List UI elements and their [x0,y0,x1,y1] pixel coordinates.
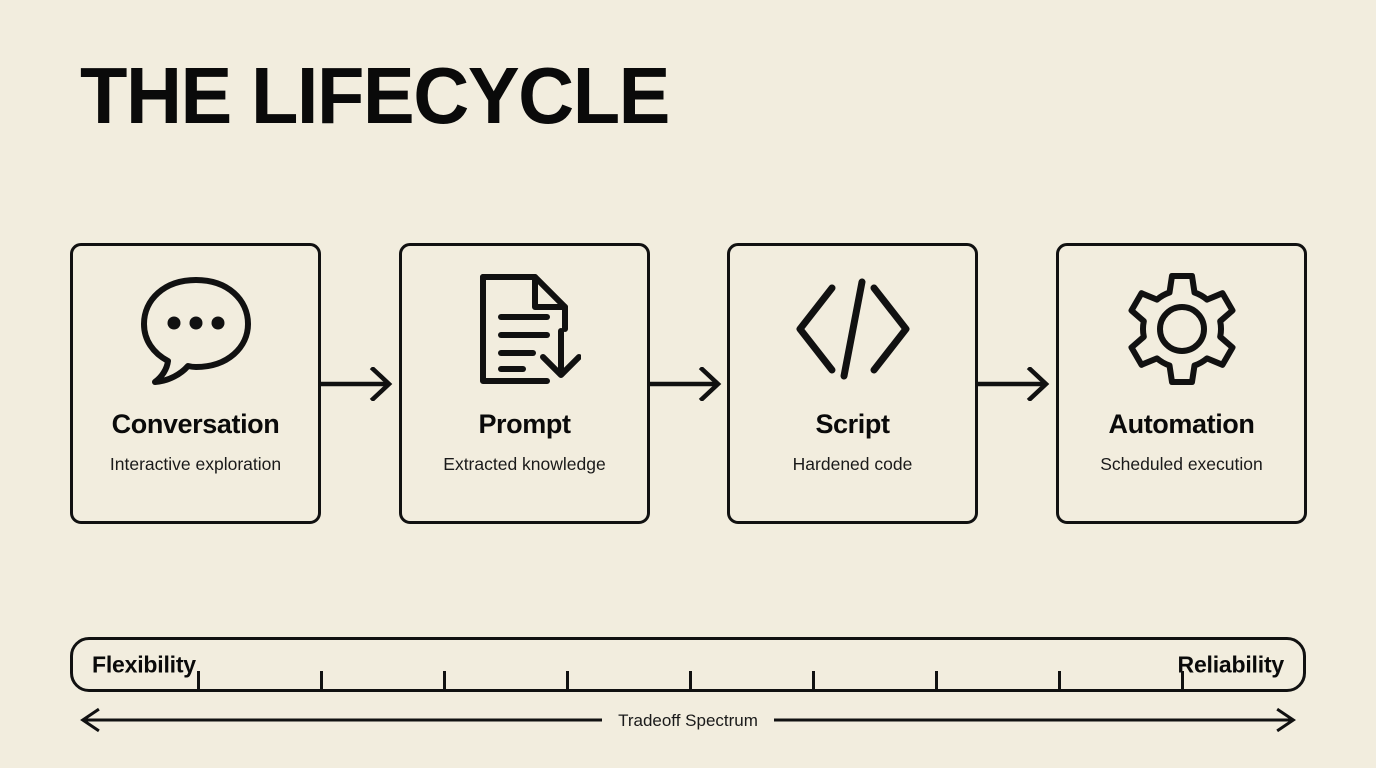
stage-card-subtitle: Interactive exploration [109,454,282,474]
stage-card-subtitle: Hardened code [792,454,913,474]
tradeoff-axis: Tradeoff Spectrum [70,706,1306,734]
stage-card-title: Prompt [478,409,571,439]
stage-card-title: Automation [1108,409,1255,439]
spectrum-left-label: Flexibility [92,651,196,677]
spectrum-right-label: Reliability [1177,651,1285,677]
stage-card-subtitle: Extracted knowledge [443,454,606,474]
connector-arrow-2 [650,367,726,401]
arrow-right-icon [774,706,1306,734]
stage-card-title: Conversation [111,409,280,439]
document-download-icon [402,264,647,394]
speech-bubble-dots-icon [73,264,318,394]
connector-arrow-3 [978,367,1054,401]
page-title: THE LIFECYCLE [80,51,670,140]
stage-flow: Conversation Interactive exploration [70,243,1309,526]
tradeoff-spectrum-bar: Flexibility Reliability [70,637,1306,692]
stage-card-script[interactable]: Script Hardened code [727,243,978,524]
arrow-left-icon [70,706,602,734]
stage-card-prompt[interactable]: Prompt Extracted knowledge [399,243,650,524]
tradeoff-axis-label: Tradeoff Spectrum [618,710,758,730]
connector-arrow-1 [321,367,397,401]
stage-card-automation[interactable]: Automation Scheduled execution [1056,243,1307,524]
stage-card-subtitle: Scheduled execution [1100,454,1263,474]
stage-card-conversation[interactable]: Conversation Interactive exploration [70,243,321,524]
code-brackets-icon [730,264,975,394]
gear-icon [1059,264,1304,394]
stage-card-title: Script [815,409,890,439]
